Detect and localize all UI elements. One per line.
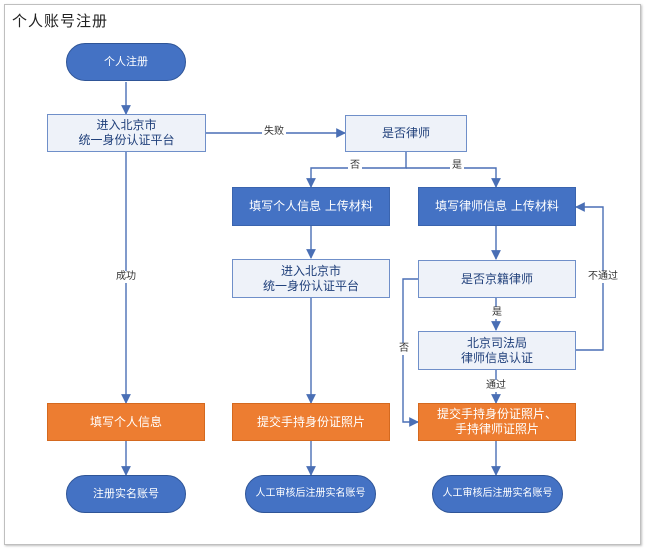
enter-platform-node-2: 进入北京市 统一身份认证平台 [232, 259, 390, 298]
submit-id-and-license-node: 提交手持身份证照片、 手持律师证照片 [418, 403, 576, 441]
edge-label-not-pass: 不通过 [586, 271, 620, 283]
fill-personal-info-node: 填写个人信息 [47, 403, 205, 441]
fill-personal-upload-node: 填写个人信息 上传材料 [232, 187, 390, 226]
diagram-frame [4, 4, 641, 545]
edge-label-pass: 通过 [484, 380, 508, 392]
submit-id-photo-node: 提交手持身份证照片 [232, 403, 390, 441]
edge-label-success: 成功 [114, 271, 138, 283]
edge-label-no-1: 否 [348, 160, 362, 172]
edge-label-no-2: 否 [397, 343, 411, 355]
fill-lawyer-upload-node: 填写律师信息 上传材料 [418, 187, 576, 226]
enter-platform-node-1: 进入北京市 统一身份认证平台 [47, 114, 206, 152]
register-realname-end: 注册实名账号 [66, 475, 186, 513]
edge-label-yes-1: 是 [450, 160, 464, 172]
start-node: 个人注册 [66, 43, 186, 81]
is-lawyer-decision: 是否律师 [345, 115, 467, 152]
is-beijing-lawyer-decision: 是否京籍律师 [418, 260, 576, 298]
edge-islawyer-yes [406, 167, 501, 188]
edge-label-fail: 失败 [262, 126, 286, 138]
diagram-title: 个人账号注册 [12, 12, 109, 30]
review-register-end-1: 人工审核后注册实名账号 [245, 475, 376, 513]
review-register-end-2: 人工审核后注册实名账号 [432, 475, 563, 513]
bj-justice-bureau-node: 北京司法局 律师信息认证 [418, 331, 576, 370]
edge-label-yes-2: 是 [490, 307, 504, 319]
